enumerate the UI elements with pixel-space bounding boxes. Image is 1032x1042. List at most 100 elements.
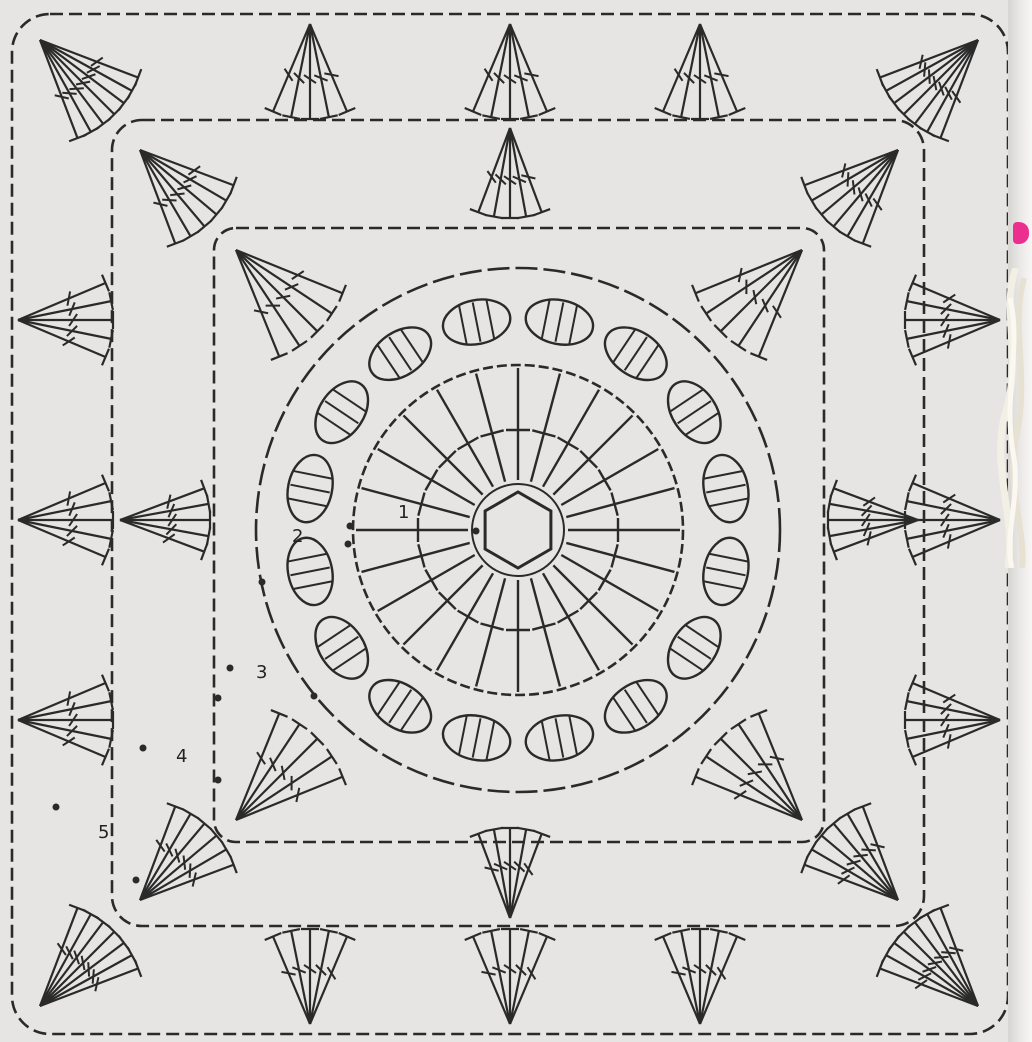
treble-stitch	[403, 415, 482, 494]
yarn-strands	[986, 268, 1032, 568]
cluster-strand	[486, 300, 494, 339]
round-4-side-fan	[510, 128, 526, 217]
stitch-top-bar	[840, 809, 856, 818]
cluster-stitch	[439, 710, 514, 766]
stitch-bar	[481, 972, 495, 975]
round-5-side-fan	[681, 931, 700, 1024]
round-3-corner-fan	[236, 250, 317, 331]
stitch-bar	[76, 82, 90, 85]
round-3-corner-fan	[236, 724, 300, 820]
cluster-strand	[459, 305, 467, 344]
stitch-bar	[91, 58, 103, 66]
round-3-corner-fan	[706, 250, 802, 314]
cluster-stitch	[360, 317, 441, 391]
round-5-side-fan	[18, 320, 106, 357]
stitch-top-bar	[807, 842, 816, 858]
cluster-strand	[293, 581, 332, 589]
stitch-bar	[170, 194, 184, 196]
stitch-bar	[558, 437, 579, 449]
round-5-side-fan	[310, 936, 347, 1024]
cluster-strand	[636, 682, 658, 715]
round-4-side-fan	[510, 128, 542, 212]
stitch-bar	[934, 957, 948, 958]
round-3-corner-fan	[738, 250, 802, 346]
round-5-side-fan	[907, 720, 1000, 739]
stitch-bar	[928, 962, 942, 965]
stitch-bar	[863, 497, 875, 505]
round-5-side-fan	[18, 301, 111, 320]
cluster-strand	[317, 413, 350, 435]
round-5-side-fan	[663, 936, 700, 1024]
round-5-side-fan	[18, 483, 106, 520]
cluster-strand	[542, 721, 550, 760]
cluster-strand	[542, 300, 550, 339]
treble-stitch	[403, 565, 482, 644]
cluster-strand	[389, 690, 411, 723]
stitch-bar	[923, 967, 937, 972]
round-3-corner-fan	[236, 739, 317, 820]
stitch-bar	[599, 570, 611, 591]
cluster-stitch	[595, 317, 676, 391]
cluster-strand	[288, 554, 327, 562]
stitch-bar	[929, 69, 930, 83]
round-5-side-fan	[663, 24, 700, 112]
round-5-side-fan	[491, 24, 510, 117]
cluster-strand	[290, 485, 329, 493]
cluster-strand	[377, 682, 399, 715]
round-4-side-fan	[120, 488, 204, 520]
stitch-top-bar	[183, 232, 199, 241]
round-5-side-fan	[510, 931, 529, 1024]
stitch-bar	[62, 93, 76, 94]
start-dot	[215, 695, 222, 702]
stitch-bar	[753, 290, 756, 304]
round-label-2: 2	[292, 526, 303, 547]
cluster-strand	[678, 637, 711, 659]
cluster-strand	[473, 718, 481, 757]
stitch-bar	[82, 74, 96, 79]
round-5-side-fan	[510, 24, 547, 112]
cluster-stitch	[698, 534, 754, 609]
start-dot	[345, 541, 352, 548]
stitch-bar	[156, 840, 164, 852]
round-5-side-fan	[273, 936, 310, 1024]
stitch-bar	[67, 291, 70, 305]
stitch-bar	[67, 691, 70, 705]
stitch-bar	[188, 166, 200, 174]
stitch-bar	[324, 73, 338, 76]
round-5-side-fan	[907, 701, 1000, 720]
treble-stitch	[553, 565, 632, 644]
stitch-bar	[163, 534, 175, 542]
start-dot	[259, 579, 266, 586]
cluster-strand	[473, 302, 481, 341]
cluster-strand	[625, 690, 647, 723]
stitch-top-bar	[701, 749, 711, 764]
center-chain-ring	[472, 484, 564, 576]
rounds-3-to-5-stitch-groups	[18, 24, 1000, 1024]
cluster-strand	[389, 337, 411, 370]
round-label-5: 5	[98, 822, 109, 843]
stitch-bar	[952, 91, 960, 103]
round-5-corner-fan	[40, 932, 114, 1006]
round-3-corner-fan	[236, 250, 332, 314]
start-dot	[227, 665, 234, 672]
stitch-bar	[714, 73, 728, 76]
cluster-strand	[377, 345, 399, 378]
chain-ring-hexagon	[485, 492, 551, 568]
cluster-strand	[685, 625, 718, 647]
stitch-top-bar	[327, 749, 337, 764]
start-dot	[347, 523, 354, 530]
cluster-strand	[613, 697, 635, 730]
stitch-bar	[941, 952, 955, 953]
stitch-top-bar	[731, 341, 746, 351]
stitch-bar	[524, 863, 532, 875]
stitch-top-bar	[222, 193, 231, 209]
round-4-side-fan	[478, 834, 510, 918]
stitch-bar	[184, 855, 186, 869]
stitch-bar	[425, 470, 437, 491]
cluster-strand	[401, 697, 423, 730]
cluster-strand	[709, 498, 748, 506]
start-dot	[133, 877, 140, 884]
start-dot	[53, 804, 60, 811]
